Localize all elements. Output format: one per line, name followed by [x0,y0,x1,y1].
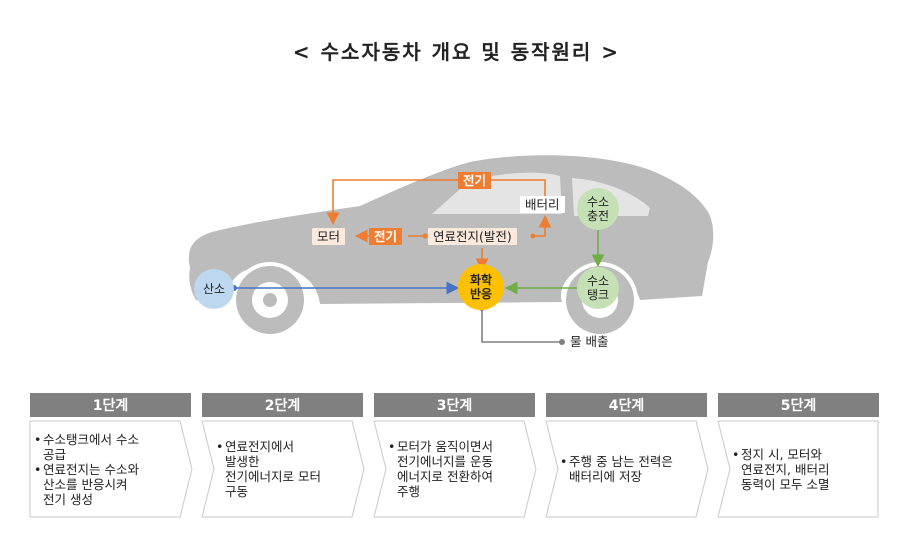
water-discharge-label: 물 배출 [570,334,609,349]
stage-3-item: •모터가 움직이면서 전기에너지를 운동 에너지로 전환하여 주행 [388,439,493,499]
electricity-label-mid: 전기 [369,228,403,245]
bullet-icon: • [216,439,224,454]
oxygen-node: 산소 [194,269,234,309]
electricity-label-top: 전기 [458,172,492,189]
motor-label: 모터 [312,228,346,245]
stage-2-item: •연료전지에서 발생한 전기에너지로 모터 구동 [216,439,321,499]
bullet-icon: • [388,439,396,454]
stage-item-text: 모터가 움직이면서 전기에너지를 운동 에너지로 전환하여 주행 [397,439,493,499]
bullet-icon: • [34,431,42,447]
stage-4-item: •주행 중 남는 전력은 배터리에 저장 [560,454,673,484]
stage-3-body: •모터가 움직이면서 전기에너지를 운동 에너지로 전환하여 주행 [384,421,529,517]
front-wheel [232,262,308,338]
page-title: < 수소자동차 개요 및 동작원리 > [292,40,621,64]
stage-5-header: 5단계 [718,393,879,417]
stage-1-item: •수소탱크에서 수소 공급 [34,432,139,462]
stage-item-text: 정지 시, 모터와 연료전지, 배터리 동력이 모두 소멸 [741,446,830,492]
bullet-icon: • [34,461,42,477]
stage-3-header: 3단계 [374,393,535,417]
stage-item-text: 수소탱크에서 수소 공급 [43,431,139,462]
stage-item-text: 연료전지에서 발생한 전기에너지로 모터 구동 [225,439,321,499]
stage-5-item: •정지 시, 모터와 연료전지, 배터리 동력이 모두 소멸 [732,447,829,492]
stage-1-header: 1단계 [30,393,191,417]
fuel-cell-label: 연료전지(발전) [428,228,517,245]
stage-1-item: •연료전지는 수소와 산소를 반응시켜 전기 생성 [34,462,139,507]
stage-item-text: 연료전지는 수소와 산소를 반응시켜 전기 생성 [43,461,139,507]
stage-1-body: •수소탱크에서 수소 공급•연료전지는 수소와 산소를 반응시켜 전기 생성 [30,421,185,517]
hydrogen-charge-node: 수소 충전 [577,188,619,230]
stage-item-text: 주행 중 남는 전력은 배터리에 저장 [569,454,673,484]
bullet-icon: • [732,446,740,462]
stage-2-body: •연료전지에서 발생한 전기에너지로 모터 구동 [212,421,357,517]
stage-4-body: •주행 중 남는 전력은 배터리에 저장 [556,421,701,517]
chemical-reaction-node: 화학 반응 [458,264,504,310]
battery-label: 배터리 [520,196,565,213]
stage-2-header: 2단계 [202,393,363,417]
stage-4-header: 4단계 [546,393,707,417]
hydrogen-tank-node: 수소 탱크 [577,267,619,309]
stage-5-body: •정지 시, 모터와 연료전지, 배터리 동력이 모두 소멸 [728,421,873,517]
bullet-icon: • [560,454,568,469]
